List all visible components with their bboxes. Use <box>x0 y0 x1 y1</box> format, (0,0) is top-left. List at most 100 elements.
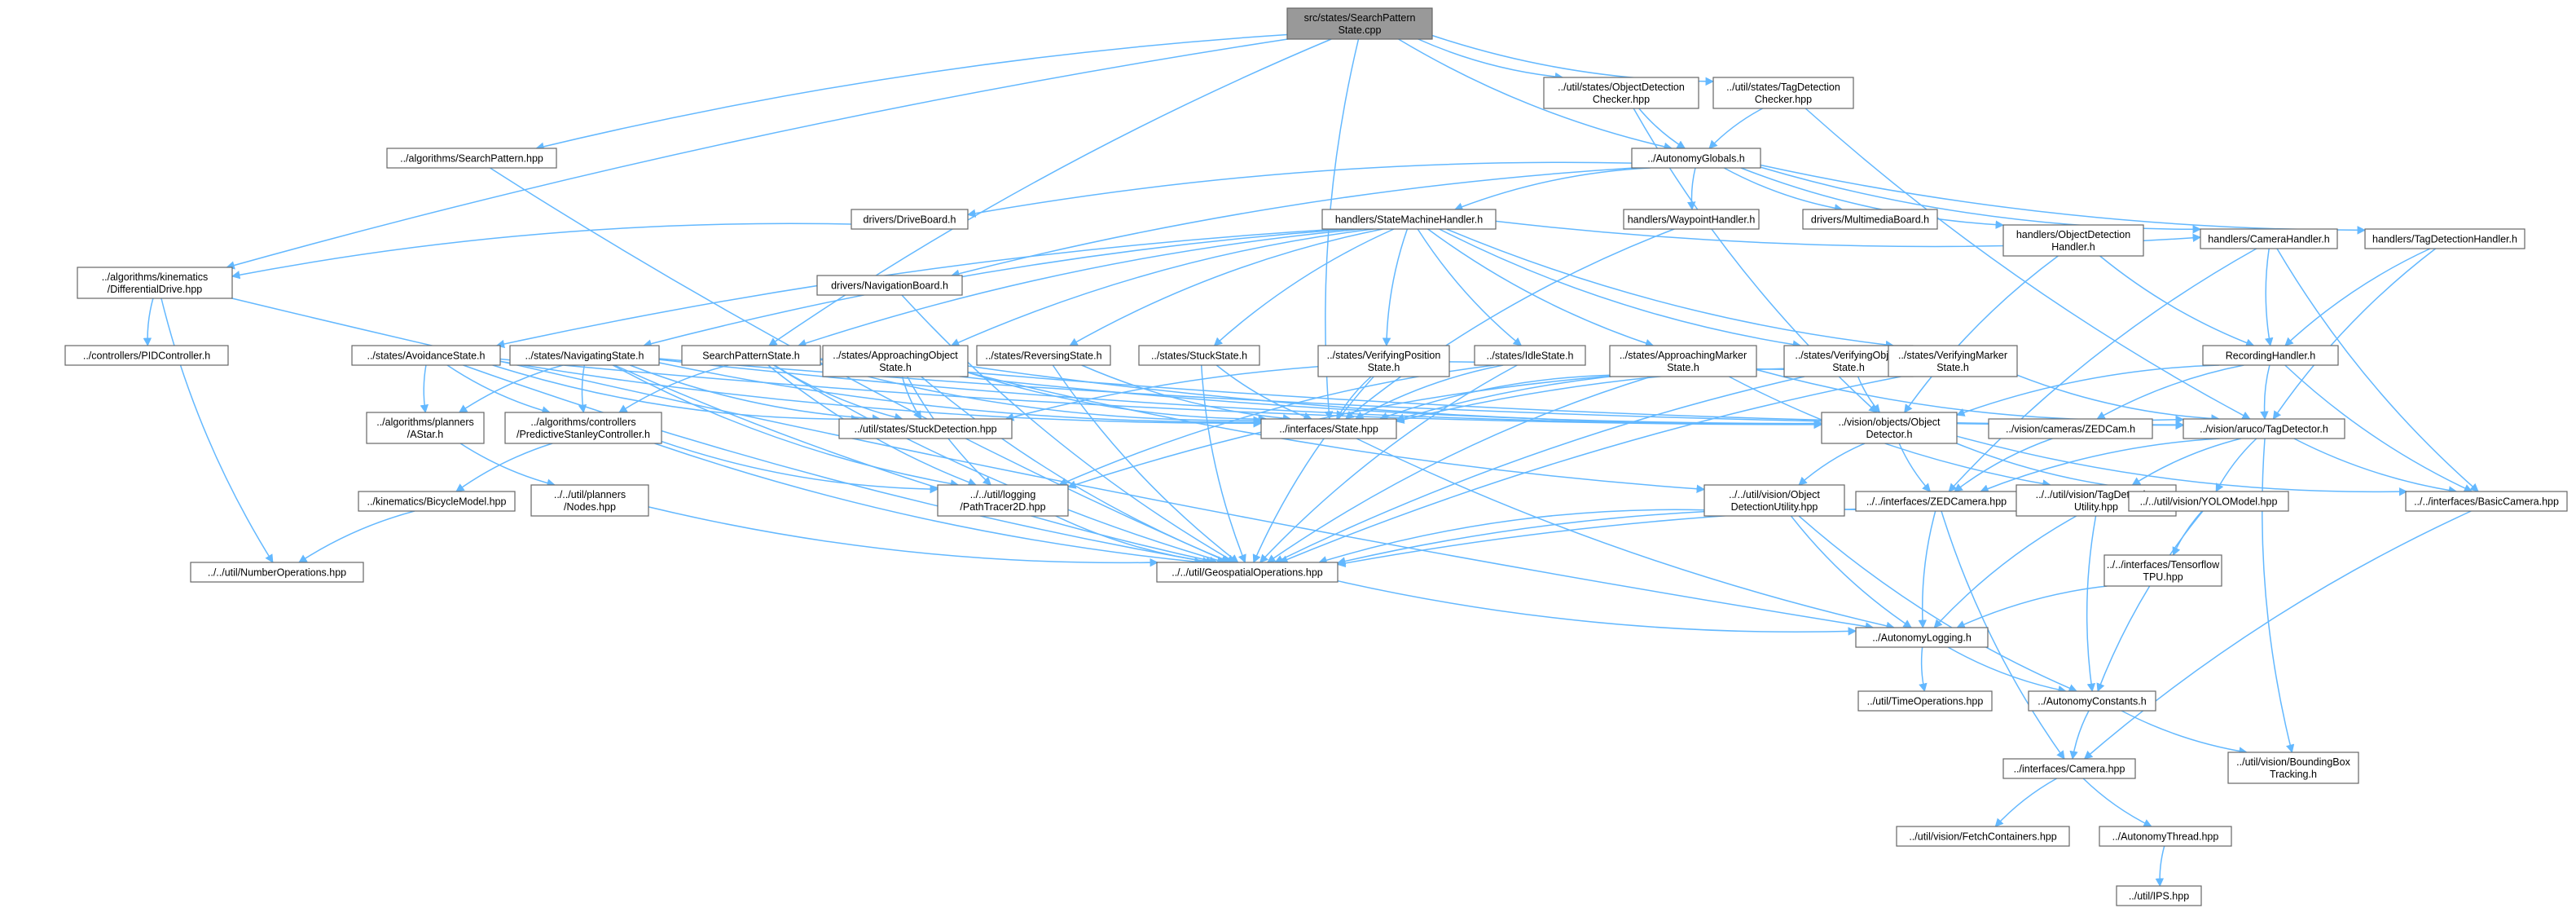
node-psc[interactable]: ../algorithms/controllers/PredictiveStan… <box>504 412 662 444</box>
node-state[interactable]: ../interfaces/State.hpp <box>1260 418 1397 439</box>
node-box <box>358 491 516 512</box>
edge-aos-to-stuckdet <box>901 376 922 420</box>
edge-ams-to-tagdet <box>1756 368 2185 425</box>
edge-athread-to-ips <box>2155 845 2165 888</box>
node-diffdrive[interactable]: ../algorithms/kinematics/DifferentialDri… <box>77 267 233 299</box>
node-box <box>1888 345 2018 377</box>
node-rech[interactable]: RecordingHandler.h <box>2202 345 2339 366</box>
node-box <box>386 148 557 169</box>
edge-smh-to-ams <box>1427 228 1655 348</box>
node-zedcam[interactable]: ../vision/cameras/ZEDCam.h <box>1988 418 2153 439</box>
node-camh[interactable]: handlers/CameraHandler.h <box>2200 228 2338 249</box>
edge-tdh-to-rech <box>2284 248 2431 346</box>
edge-odh-to-objdet <box>1904 255 2059 413</box>
edge-stuck-to-state <box>1215 364 1312 421</box>
node-box <box>1543 77 1699 109</box>
node-alog[interactable]: ../AutonomyLogging.h <box>1855 627 1989 648</box>
node-db[interactable]: drivers/DriveBoard.h <box>851 209 969 230</box>
edge-vms-to-tagdet <box>2016 374 2220 423</box>
node-box <box>937 484 1069 517</box>
node-geo[interactable]: ../../util/GeospatialOperations.hpp <box>1156 562 1339 583</box>
node-basiccam[interactable]: ../../interfaces/BasicCamera.hpp <box>2405 491 2568 512</box>
edge-smh-to-avoid <box>495 228 1339 349</box>
node-navst[interactable]: ../states/NavigatingState.h <box>509 345 660 366</box>
edge-ams-to-pathtracer <box>1067 375 1611 489</box>
node-nav[interactable]: drivers/NavigationBoard.h <box>816 275 963 296</box>
edge-psc-to-pathtracer <box>661 440 939 494</box>
edge-objdet-to-odu <box>1798 443 1866 486</box>
node-mmb[interactable]: drivers/MultimediaBoard.h <box>1802 209 1938 230</box>
node-tagdet[interactable]: ../vision/aruco/TagDetector.h <box>2183 418 2345 439</box>
node-box <box>1802 209 1938 230</box>
edge-smh-to-vps <box>1382 228 1409 347</box>
node-camera[interactable]: ../interfaces/Camera.hpp <box>2002 758 2136 779</box>
edge-camh-to-zedi <box>1948 248 2257 492</box>
edge-tdu-to-geo <box>1336 506 2017 568</box>
node-label: ../controllers/PIDController.h <box>83 350 210 362</box>
node-aconst[interactable]: ../AutonomyConstants.h <box>2028 690 2156 712</box>
node-stuckdet[interactable]: ../util/states/StuckDetection.hpp <box>838 418 1013 439</box>
node-rev[interactable]: ../states/ReversingState.h <box>976 345 1111 366</box>
node-idle[interactable]: ../states/IdleState.h <box>1474 345 1586 366</box>
edge-psc-to-geo <box>654 443 1203 566</box>
edge-pathtracer-to-geo <box>1055 515 1215 566</box>
node-odu[interactable]: ../../util/vision/ObjectDetectionUtility… <box>1703 484 1845 517</box>
edge-bicycle-to-numops <box>298 510 415 563</box>
node-astar[interactable]: ../algorithms/planners/AStar.h <box>366 412 485 444</box>
node-label: RecordingHandler.h <box>2226 350 2316 362</box>
node-avoid[interactable]: ../states/AvoidanceState.h <box>351 345 501 366</box>
edge-odu-to-alog <box>1790 515 1912 628</box>
node-tdh[interactable]: handlers/TagDetectionHandler.h <box>2364 228 2525 249</box>
node-ag[interactable]: ../AutonomyGlobals.h <box>1631 148 1761 169</box>
node-smh[interactable]: handlers/StateMachineHandler.h <box>1321 209 1497 230</box>
edge-vos-to-objdet <box>1857 376 1881 413</box>
node-label: ../../util/GeospatialOperations.hpp <box>1172 567 1323 579</box>
node-root[interactable]: src/states/SearchPatternState.cpp <box>1286 7 1433 40</box>
node-numops[interactable]: ../../util/NumberOperations.hpp <box>190 562 364 583</box>
node-label: State.h <box>1832 362 1865 373</box>
node-box <box>1712 77 1854 109</box>
node-bicycle[interactable]: ../kinematics/BicycleModel.hpp <box>358 491 516 512</box>
node-pathtracer[interactable]: ../../util/logging/PathTracer2D.hpp <box>937 484 1069 517</box>
node-stuck[interactable]: ../states/StuckState.h <box>1138 345 1260 366</box>
edge-camh-to-rech <box>2265 248 2274 347</box>
node-yolo[interactable]: ../../util/vision/YOLOModel.hpp <box>2128 491 2289 512</box>
edge-rech-to-basiccam <box>2284 364 2473 492</box>
node-label: SearchPatternState.h <box>702 350 800 362</box>
edge-ag-to-wph <box>1687 167 1696 211</box>
edge-zedi-to-geo <box>1336 508 1857 566</box>
edge-sps-to-geo <box>773 364 1226 565</box>
node-athread[interactable]: ../AutonomyThread.hpp <box>2099 826 2232 847</box>
node-label: State.h <box>1368 362 1400 373</box>
node-label: ../states/VerifyingPosition <box>1327 350 1441 361</box>
node-label: ../util/states/ObjectDetection <box>1558 82 1685 93</box>
node-sp_alg[interactable]: ../algorithms/SearchPattern.hpp <box>386 148 557 169</box>
node-timeops[interactable]: ../util/TimeOperations.hpp <box>1857 690 1993 712</box>
node-nodes[interactable]: ../../util/planners/Nodes.hpp <box>530 484 649 517</box>
edge-rev-to-state <box>1081 364 1292 423</box>
edge-smh-to-navst <box>643 228 1350 348</box>
node-box <box>2202 345 2339 366</box>
node-label: drivers/NavigationBoard.h <box>831 280 948 292</box>
node-fetch[interactable]: ../util/vision/FetchContainers.hpp <box>1896 826 2070 847</box>
node-pid[interactable]: ../controllers/PIDController.h <box>64 345 229 366</box>
node-ips[interactable]: ../util/IPS.hpp <box>2116 885 2202 906</box>
node-sps[interactable]: SearchPatternState.h <box>681 345 821 366</box>
node-odc[interactable]: ../util/states/ObjectDetectionChecker.hp… <box>1543 77 1699 109</box>
node-zedi[interactable]: ../../interfaces/ZEDCamera.hpp <box>1855 491 2018 512</box>
edge-tdh-to-tagdet <box>2272 248 2437 420</box>
node-wph[interactable]: handlers/WaypointHandler.h <box>1623 209 1760 230</box>
node-box <box>509 345 660 366</box>
node-label: ../../interfaces/ZEDCamera.hpp <box>1866 496 2007 508</box>
node-label: /PathTracer2D.hpp <box>960 501 1045 513</box>
